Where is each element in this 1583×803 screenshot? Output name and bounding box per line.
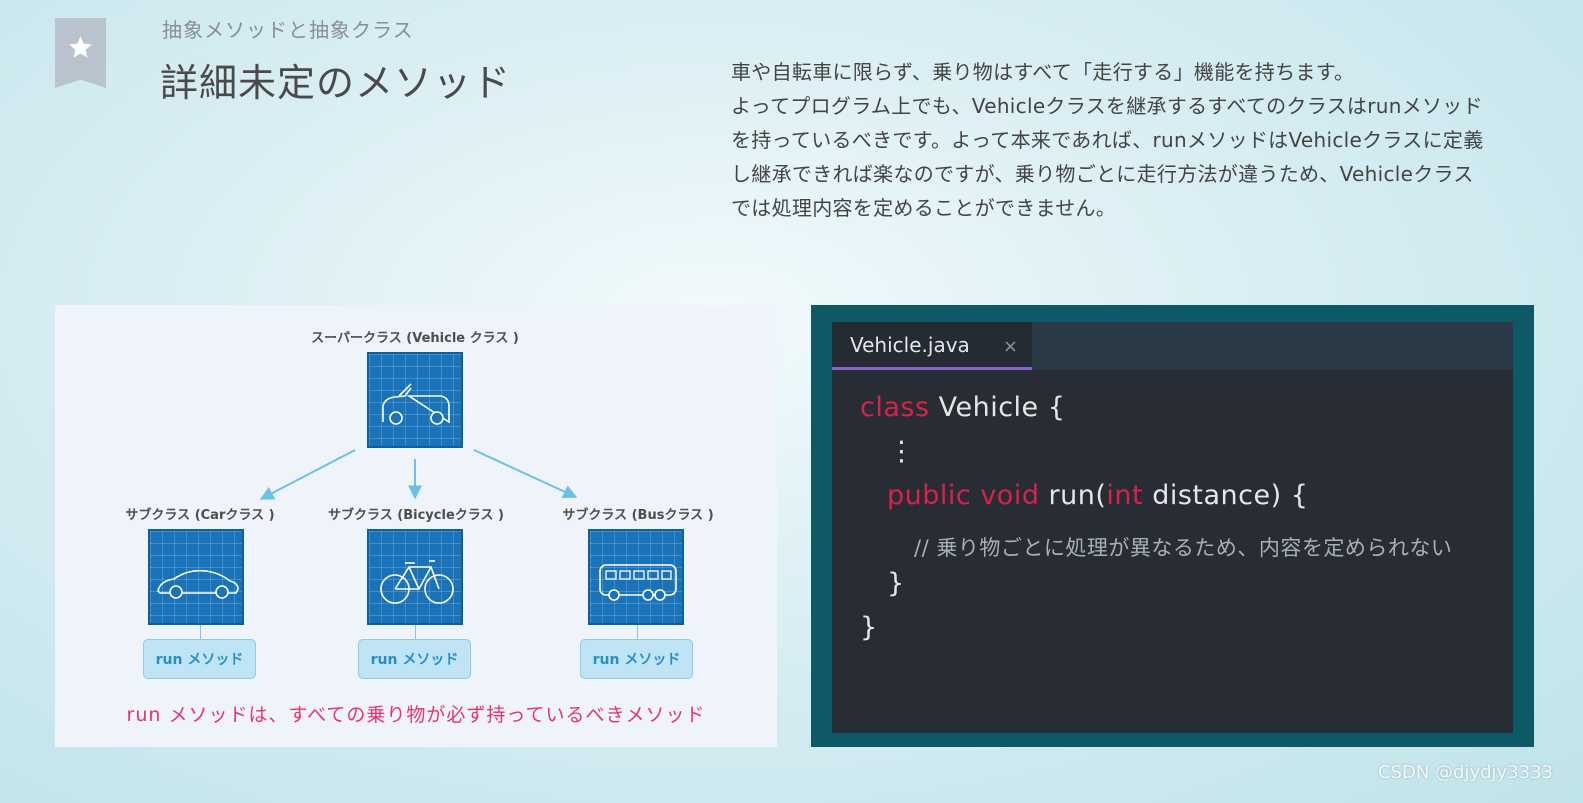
tab-vehicle-java[interactable]: Vehicle.java ×	[832, 322, 1032, 370]
subclass-label-car: サブクラス (Carクラス )	[125, 508, 275, 523]
connector-line	[637, 625, 638, 639]
bus-icon	[599, 564, 677, 601]
close-icon[interactable]: ×	[1002, 336, 1018, 357]
method-name: run(	[1039, 480, 1107, 511]
vehicle-tile	[367, 352, 463, 448]
keyword-public-void: public void	[887, 480, 1040, 511]
inheritance-arrows	[259, 449, 578, 500]
description-line-2: よってプログラム上でも、Vehicleクラスを継承するすべてのクラスはrunメソ…	[731, 94, 1484, 220]
convertible-car-icon	[382, 383, 450, 425]
description-text: 車や自転車に限らず、乗り物はすべて「走行する」機能を持ちます。 よってプログラム…	[731, 55, 1491, 225]
keyword-class: class	[860, 392, 930, 423]
code-line-close-method: }	[887, 568, 905, 599]
class-hierarchy-diagram: スーパークラス (Vehicle クラス ) サブクラス (Carクラス ) r…	[55, 305, 777, 747]
tab-label: Vehicle.java	[850, 332, 970, 357]
code-comment: // 乗り物ごとに処理が異なるため、内容を定められない	[914, 536, 1453, 560]
section-subtitle: 抽象メソッドと抽象クラス	[162, 18, 414, 42]
description-line-1: 車や自転車に限らず、乗り物はすべて「走行する」機能を持ちます。	[731, 60, 1355, 84]
bicycle-icon	[380, 560, 454, 604]
subclass-label-bicycle: サブクラス (Bicycleクラス )	[328, 508, 504, 523]
code-line-close-class: }	[860, 612, 878, 643]
bus-tile	[588, 529, 684, 625]
page-title: 詳細未定のメソッド	[160, 61, 512, 105]
bookmark-icon[interactable]	[55, 18, 106, 88]
run-method-box-bicycle: run メソッド	[358, 639, 471, 679]
method-params: distance) {	[1143, 480, 1309, 511]
connector-line	[200, 625, 201, 639]
run-method-box-car: run メソッド	[143, 639, 256, 679]
run-method-box-bus: run メソッド	[580, 639, 693, 679]
code-line-1: class Vehicle {	[860, 392, 1065, 423]
code-line-method: public void run(int distance) {	[887, 480, 1308, 511]
superclass-label: スーパークラス (Vehicle クラス )	[311, 331, 519, 346]
keyword-int: int	[1106, 480, 1144, 511]
connector-line	[415, 625, 416, 639]
car-icon	[157, 569, 239, 599]
editor-tab-bar: Vehicle.java ×	[832, 322, 1513, 370]
star-icon	[69, 36, 92, 58]
watermark: CSDN @djydjy3333	[1377, 762, 1553, 783]
diagram-caption: run メソッドは、すべての乗り物が必ず持っているべきメソッド	[126, 704, 706, 726]
code-line-ellipsis: ⋮	[888, 436, 916, 467]
code-editor[interactable]: Vehicle.java × class Vehicle { ⋮ public …	[832, 322, 1513, 733]
subclass-label-bus: サブクラス (Busクラス )	[562, 508, 714, 523]
car-tile	[148, 529, 244, 625]
bicycle-tile	[367, 529, 463, 625]
class-name: Vehicle {	[929, 392, 1066, 423]
code-editor-frame: Vehicle.java × class Vehicle { ⋮ public …	[811, 305, 1534, 747]
